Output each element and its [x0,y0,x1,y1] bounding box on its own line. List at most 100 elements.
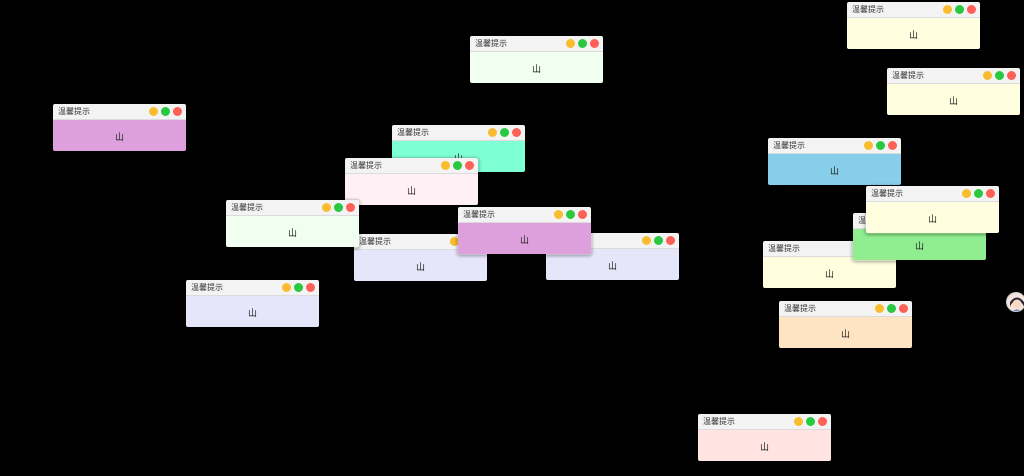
popup-titlebar[interactable]: 温馨提示 [887,68,1020,84]
popup-message: 山 [853,229,986,260]
minimize-button[interactable] [983,71,992,80]
popup-title: 温馨提示 [871,189,903,198]
minimize-button[interactable] [488,128,497,137]
popup-window[interactable]: 温馨提示 山 [846,1,981,50]
minimize-button[interactable] [962,189,971,198]
close-button[interactable] [899,304,908,313]
popup-window[interactable]: 温馨提示 山 [545,232,680,281]
minimize-button[interactable] [554,210,563,219]
close-button[interactable] [578,210,587,219]
maximize-button[interactable] [566,210,575,219]
popup-message: 山 [768,154,901,185]
popup-window[interactable]: 温馨提示 山 [767,137,902,186]
popup-titlebar[interactable]: 温馨提示 [186,280,319,296]
minimize-button[interactable] [450,237,459,246]
maximize-button[interactable] [500,128,509,137]
maximize-button[interactable] [876,141,885,150]
popup-message: 山 [345,174,478,205]
popup-message: 山 [354,250,487,281]
maximize-button[interactable] [578,39,587,48]
popup-titlebar[interactable]: 温馨提示 [392,125,525,141]
minimize-button[interactable] [875,304,884,313]
popup-titlebar[interactable]: 温馨提示 [847,2,980,18]
popup-titlebar[interactable]: 温馨提示 [866,186,999,202]
popup-titlebar[interactable]: 温馨提示 [470,36,603,52]
popup-title: 温馨提示 [852,5,884,14]
popup-title: 温馨提示 [703,417,735,426]
maximize-button[interactable] [995,71,1004,80]
popup-message: 山 [186,296,319,327]
close-button[interactable] [465,161,474,170]
minimize-button[interactable] [322,203,331,212]
popup-message: 山 [546,249,679,280]
popup-window[interactable]: 温馨提示 山 [52,103,187,152]
minimize-button[interactable] [441,161,450,170]
close-button[interactable] [818,417,827,426]
minimize-button[interactable] [864,141,873,150]
popup-window[interactable]: 温馨提示 山 [697,413,832,462]
maximize-button[interactable] [161,107,170,116]
popup-title: 温馨提示 [359,237,391,246]
popup-title: 温馨提示 [350,161,382,170]
close-button[interactable] [1007,71,1016,80]
popup-window[interactable]: 温馨提示 山 [344,157,479,206]
close-button[interactable] [888,141,897,150]
popup-title: 温馨提示 [397,128,429,137]
popup-title: 温馨提示 [892,71,924,80]
popup-window[interactable]: 温馨提示 山 [353,233,488,282]
popup-title: 温馨提示 [475,39,507,48]
popup-message: 山 [847,18,980,49]
maximize-button[interactable] [453,161,462,170]
popup-titlebar[interactable]: 温馨提示 [345,158,478,174]
close-button[interactable] [986,189,995,198]
popup-title: 温馨提示 [191,283,223,292]
popup-message: 山 [698,430,831,461]
popup-message: 山 [226,216,359,247]
popup-title: 温馨提示 [463,210,495,219]
close-button[interactable] [512,128,521,137]
popup-message: 山 [779,317,912,348]
avatar-icon [1007,293,1024,311]
maximize-button[interactable] [955,5,964,14]
popup-title: 温馨提示 [768,244,800,253]
maximize-button[interactable] [806,417,815,426]
minimize-button[interactable] [149,107,158,116]
maximize-button[interactable] [974,189,983,198]
popup-titlebar[interactable]: 温馨提示 [53,104,186,120]
popup-titlebar[interactable]: 温馨提示 [698,414,831,430]
maximize-button[interactable] [887,304,896,313]
close-button[interactable] [666,236,675,245]
popup-titlebar[interactable]: 温馨提示 [226,200,359,216]
popup-window[interactable]: 温馨提示 山 [457,206,592,255]
popup-message: 山 [458,223,591,254]
close-button[interactable] [306,283,315,292]
popup-message: 山 [866,202,999,233]
close-button[interactable] [346,203,355,212]
popup-window[interactable]: 温馨提示 山 [886,67,1021,116]
popup-titlebar[interactable]: 温馨提示 [768,138,901,154]
popup-titlebar[interactable]: 温馨提示 [458,207,591,223]
minimize-button[interactable] [642,236,651,245]
maximize-button[interactable] [334,203,343,212]
popup-titlebar[interactable]: 温馨提示 [779,301,912,317]
minimize-button[interactable] [282,283,291,292]
close-button[interactable] [590,39,599,48]
popup-message: 山 [53,120,186,151]
popup-title: 温馨提示 [231,203,263,212]
maximize-button[interactable] [294,283,303,292]
popup-title: 温馨提示 [784,304,816,313]
popup-window[interactable]: 温馨提示 山 [865,185,1000,234]
popup-message: 山 [763,257,896,288]
minimize-button[interactable] [794,417,803,426]
minimize-button[interactable] [566,39,575,48]
popup-window[interactable]: 温馨提示 山 [469,35,604,84]
close-button[interactable] [967,5,976,14]
close-button[interactable] [173,107,182,116]
minimize-button[interactable] [943,5,952,14]
popup-window[interactable]: 温馨提示 山 [778,300,913,349]
maximize-button[interactable] [654,236,663,245]
popup-window[interactable]: 温馨提示 山 [185,279,320,328]
avatar[interactable] [1006,292,1024,312]
popup-title: 温馨提示 [58,107,90,116]
popup-window[interactable]: 温馨提示 山 [225,199,360,248]
